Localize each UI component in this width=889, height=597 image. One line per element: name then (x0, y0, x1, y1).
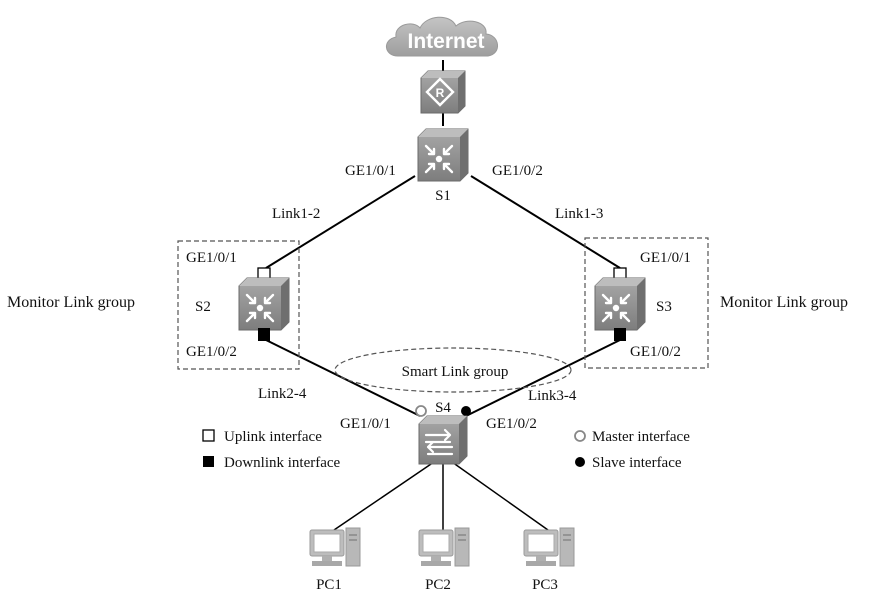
monitor-link-group-left-box (177, 240, 300, 370)
link-1-3 (470, 175, 621, 269)
svg-text:R: R (436, 86, 445, 100)
legend-slave-label: Slave interface (592, 455, 682, 471)
link-1-2 (265, 175, 416, 269)
link-1-2-label: Link1-2 (272, 206, 320, 222)
s2-label: S2 (195, 299, 211, 315)
legend-master-swatch (574, 430, 586, 442)
smart-link-group-ellipse (334, 347, 572, 393)
legend-master-label: Master interface (592, 429, 690, 445)
pc2-label: PC2 (425, 577, 451, 593)
monitor-link-group-right-label: Monitor Link group (720, 294, 848, 311)
s4-right-port-label: GE1/0/2 (486, 416, 537, 432)
internet-label: Internet (407, 30, 484, 53)
s4-slave-interface-marker (461, 406, 471, 416)
s1-left-port-label: GE1/0/1 (345, 163, 396, 179)
s1-switch-icon (416, 127, 470, 183)
link-3-4-label: Link3-4 (528, 388, 577, 404)
pc3-icon (523, 527, 575, 567)
router-icon: R (420, 70, 466, 114)
s2-up-port-label: GE1/0/1 (186, 250, 237, 266)
link-3-4 (465, 339, 621, 417)
s3-downlink-marker (614, 328, 626, 341)
s4-left-port-label: GE1/0/1 (340, 416, 391, 432)
s4-master-interface-marker (415, 405, 427, 417)
s3-down-port-label: GE1/0/2 (630, 344, 681, 360)
legend-downlink-label: Downlink interface (224, 455, 341, 471)
pc2-icon (418, 527, 470, 567)
pc1-icon (309, 527, 361, 567)
s2-down-port-label: GE1/0/2 (186, 344, 237, 360)
legend-downlink-swatch (203, 456, 214, 467)
pc3-label: PC3 (532, 577, 558, 593)
link-2-4-label: Link2-4 (258, 386, 307, 402)
s3-label: S3 (656, 299, 672, 315)
internet-cloud-icon: Internet (386, 16, 498, 57)
s4-label: S4 (435, 400, 451, 416)
legend: Uplink interface Downlink interface Mast… (202, 429, 690, 471)
s3-switch-icon (593, 276, 647, 332)
legend-uplink-swatch (202, 429, 215, 442)
s4-to-pc1-link (333, 461, 435, 531)
s2-switch-icon (237, 276, 291, 332)
pc1-label: PC1 (316, 577, 342, 593)
s2-downlink-marker (258, 328, 270, 341)
s4-switch-icon (418, 415, 468, 465)
s3-up-port-label: GE1/0/1 (640, 250, 691, 266)
monitor-link-group-right-box (584, 237, 709, 369)
s1-right-port-label: GE1/0/2 (492, 163, 543, 179)
link-1-3-label: Link1-3 (555, 206, 603, 222)
s4-to-pc3-link (451, 461, 549, 531)
legend-slave-swatch (575, 457, 585, 467)
s1-label: S1 (435, 188, 451, 204)
smart-link-group-label: Smart Link group (402, 364, 509, 380)
legend-uplink-label: Uplink interface (224, 429, 322, 445)
monitor-link-group-left-label: Monitor Link group (7, 294, 135, 311)
